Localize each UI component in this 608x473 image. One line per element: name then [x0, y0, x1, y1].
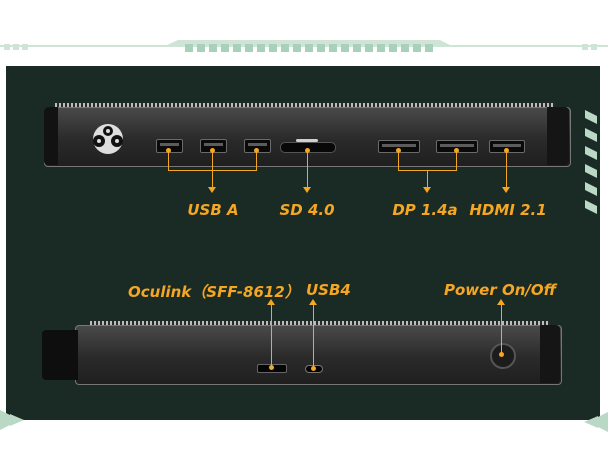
bottom-right-decoration — [584, 412, 608, 432]
power-label: Power On/Off — [444, 281, 557, 299]
dc-power-port — [86, 121, 130, 157]
top-vent — [55, 103, 555, 107]
rear-right-cap — [547, 107, 569, 165]
usb-a-port-3 — [244, 139, 271, 153]
front-right-cap — [540, 325, 560, 383]
rear-left-cap — [44, 107, 58, 165]
front-left-cap — [42, 330, 78, 380]
hdmi-label: HDMI 2.1 — [469, 201, 547, 219]
sd-slot-marker — [296, 139, 318, 142]
sd-label: SD 4.0 — [279, 201, 335, 219]
side-decoration — [585, 110, 597, 214]
front-vent — [90, 321, 550, 325]
oculink-label: Oculink（SFF-8612） — [128, 283, 300, 301]
bottom-left-decoration — [0, 410, 24, 430]
usb4-label: USB4 — [306, 281, 351, 299]
top-decorative-band — [0, 40, 608, 52]
usb-a-label: USB A — [187, 201, 239, 219]
dp-label: DP 1.4a — [392, 201, 458, 219]
device-front-body — [75, 325, 562, 385]
